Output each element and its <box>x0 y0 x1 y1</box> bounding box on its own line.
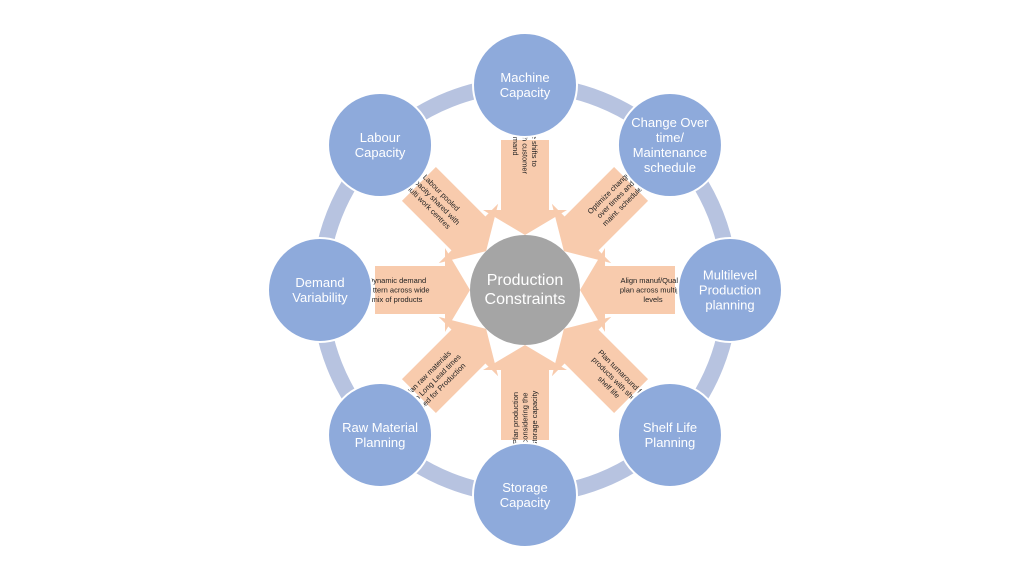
node-circle-change-over-time <box>616 92 723 199</box>
arrow-label-multilevel-production-planning-line-2: plan across multiple <box>620 286 686 295</box>
node-label-multilevel-production-planning-line-3: planning <box>705 298 754 313</box>
node-label-change-over-time-line-4: schedule <box>644 160 696 175</box>
center-label-line-1: Production <box>487 272 564 289</box>
node-circle-shelf-life-planning <box>616 381 723 488</box>
arrow-shape-demand-variability <box>375 248 470 332</box>
arrow-raw-material-planning <box>401 316 499 414</box>
arrow-shape-change-over-time <box>551 166 649 264</box>
node-circle-multilevel-production-planning <box>677 237 783 343</box>
arrow-label-storage-capacity-line-1: Plan production <box>511 392 520 444</box>
node-circle-labour-capacity <box>327 92 434 199</box>
node-label-change-over-time-line-2: time/ <box>656 130 685 145</box>
arrow-multilevel-production-planning <box>580 248 675 332</box>
node-label-shelf-life-planning-line-2: Planning <box>645 435 696 450</box>
arrow-labour-capacity <box>401 166 499 264</box>
arrow-label-demand-variability-line-3: mix of products <box>372 295 423 304</box>
arrow-label-multilevel-production-planning-line-1: Align manuf/Quality <box>620 276 685 285</box>
arrow-shape-storage-capacity <box>483 345 567 440</box>
node-label-raw-material-planning-line-2: Planning <box>355 435 406 450</box>
arrow-machine-capacity <box>483 140 567 235</box>
arrow-label-machine-capacity-line-2: align with customer <box>521 110 530 175</box>
node-label-labour-capacity-line-2: Capacity <box>355 145 406 160</box>
node-label-raw-material-planning-line-1: Raw Material <box>342 420 418 435</box>
node-label-change-over-time-line-1: Change Over <box>631 115 709 130</box>
arrow-label-multilevel-production-planning-line-3: levels <box>643 295 662 304</box>
node-label-demand-variability-line-1: Demand <box>295 275 344 290</box>
arrow-demand-variability <box>375 248 470 332</box>
node-label-machine-capacity-line-1: Machine <box>500 70 549 85</box>
center-circle <box>470 235 580 345</box>
node-label-shelf-life-planning-line-1: Shelf Life <box>643 420 697 435</box>
arrow-label-machine-capacity-line-3: demand <box>511 128 520 155</box>
node-circle-demand-variability <box>267 237 373 343</box>
arrow-label-storage-capacity-line-3: storage capacity <box>530 390 539 445</box>
node-label-multilevel-production-planning-line-2: Production <box>699 283 761 298</box>
arrow-shape-multilevel-production-planning <box>580 248 675 332</box>
center-label-line-2: Constraints <box>485 291 566 308</box>
arrow-shape-machine-capacity <box>483 140 567 235</box>
arrow-change-over-time <box>551 166 649 264</box>
node-label-storage-capacity-line-1: Storage <box>502 480 548 495</box>
node-circle-raw-material-planning <box>327 381 434 488</box>
arrow-label-machine-capacity-line-1: Define shifts to <box>530 117 539 167</box>
node-label-demand-variability-line-2: Variability <box>292 290 348 305</box>
arrow-shape-shelf-life-planning <box>551 316 649 414</box>
node-label-change-over-time-line-3: Maintenance <box>633 145 707 160</box>
arrow-shape-labour-capacity <box>401 166 499 264</box>
node-label-storage-capacity-line-2: Capacity <box>500 495 551 510</box>
arrow-shelf-life-planning <box>551 316 649 414</box>
node-label-labour-capacity-line-1: Labour <box>360 130 401 145</box>
node-circle-machine-capacity <box>472 32 578 138</box>
arrow-shape-raw-material-planning <box>401 316 499 414</box>
arrow-label-demand-variability-line-2: pattern across wide <box>364 286 429 295</box>
node-circle-storage-capacity <box>472 442 578 548</box>
arrow-label-demand-variability-line-1: Dynamic demand <box>368 276 426 285</box>
arrow-storage-capacity <box>483 345 567 440</box>
arrow-label-storage-capacity-line-2: considering the <box>521 393 530 444</box>
node-label-multilevel-production-planning-line-1: Multilevel <box>703 268 757 283</box>
node-label-machine-capacity-line-2: Capacity <box>500 85 551 100</box>
